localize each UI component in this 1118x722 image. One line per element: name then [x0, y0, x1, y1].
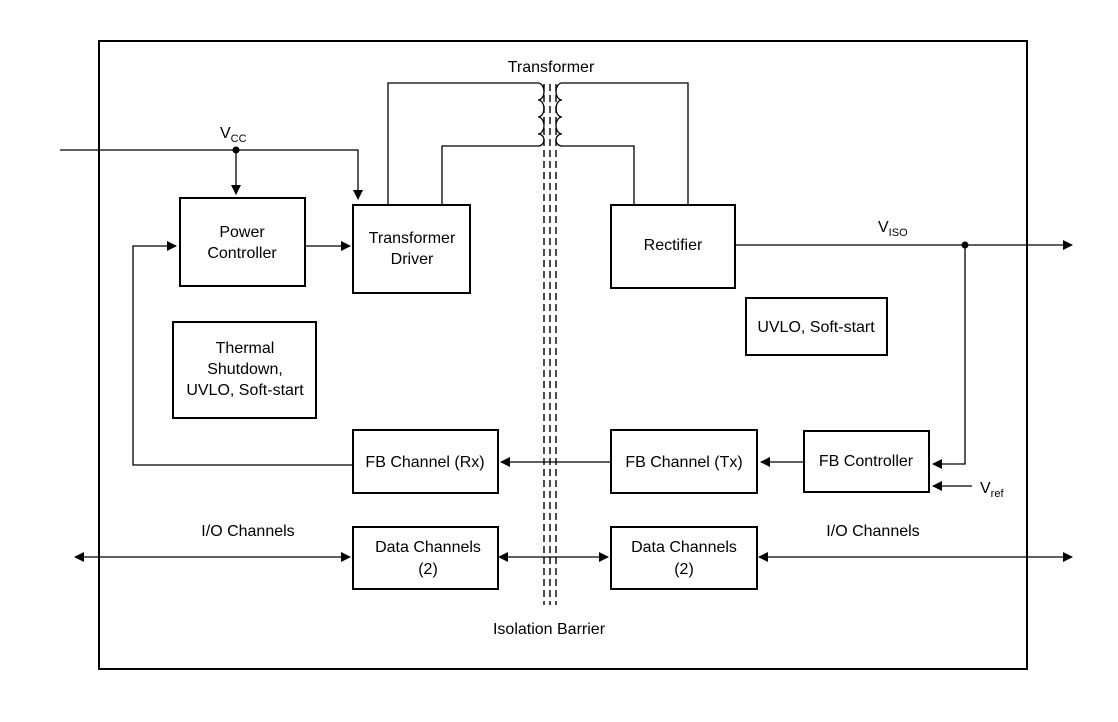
viso-feedback-wire — [932, 245, 966, 469]
secondary-top-wire — [562, 82, 689, 205]
thermal-line-3: UVLO, Soft-start — [186, 382, 304, 399]
transformer-label: Transformer — [508, 59, 595, 76]
isolation-barrier-label: Isolation Barrier — [493, 621, 606, 638]
fb-controller-label: FB Controller — [819, 453, 914, 470]
device-outline — [98, 40, 1028, 670]
power-controller-block: Power Controller — [179, 197, 306, 287]
fb-channel-tx-block: FB Channel (Tx) — [610, 429, 758, 494]
data-channels-right-block: Data Channels (2) — [610, 526, 758, 590]
thermal-line-1: Thermal — [216, 340, 275, 357]
rectifier-label: Rectifier — [644, 237, 703, 254]
isolation-barrier — [543, 84, 557, 605]
fb-channel-rx-block: FB Channel (Rx) — [352, 429, 499, 494]
primary-top-wire — [387, 82, 538, 205]
transformer-driver-line-2: Driver — [391, 251, 434, 268]
fb-controller-block: FB Controller — [803, 430, 930, 493]
data-channels-left-line-1: Data Channels — [375, 539, 481, 556]
transformer-driver-line-1: Transformer — [369, 230, 456, 247]
data-channels-left-block: Data Channels (2) — [352, 526, 499, 590]
power-controller-line-2: Controller — [207, 245, 277, 262]
data-channels-left-line-2: (2) — [418, 561, 438, 578]
thermal-line-2: Shutdown, — [207, 361, 283, 378]
data-channels-right-line-1: Data Channels — [631, 539, 737, 556]
io-channels-right-label: I/O Channels — [826, 523, 919, 540]
power-controller-line-1: Power — [219, 224, 265, 241]
data-channels-right-line-2: (2) — [674, 561, 694, 578]
uvlo-softstart-block: UVLO, Soft-start — [745, 297, 888, 356]
primary-bottom-wire — [441, 145, 538, 205]
secondary-bottom-wire — [562, 145, 635, 205]
vcc-junction-dot — [232, 146, 240, 154]
fb-rx-to-power-wire — [132, 241, 353, 466]
transformer-driver-block: Transformer Driver — [352, 204, 471, 294]
vcc-label: VCC — [220, 125, 247, 145]
uvlo-softstart-label: UVLO, Soft-start — [757, 319, 875, 336]
primary-winding — [537, 82, 545, 147]
fb-channel-tx-label: FB Channel (Tx) — [625, 454, 742, 471]
rectifier-block: Rectifier — [610, 204, 736, 289]
wires — [60, 82, 1073, 562]
vref-label: Vref — [980, 480, 1004, 500]
fb-channel-rx-label: FB Channel (Rx) — [365, 454, 484, 471]
io-channels-left-label: I/O Channels — [201, 523, 294, 540]
vcc-input-wire — [60, 149, 363, 200]
thermal-shutdown-block: Thermal Shutdown, UVLO, Soft-start — [172, 321, 317, 419]
secondary-winding — [555, 82, 563, 147]
viso-label: VISO — [878, 219, 908, 239]
